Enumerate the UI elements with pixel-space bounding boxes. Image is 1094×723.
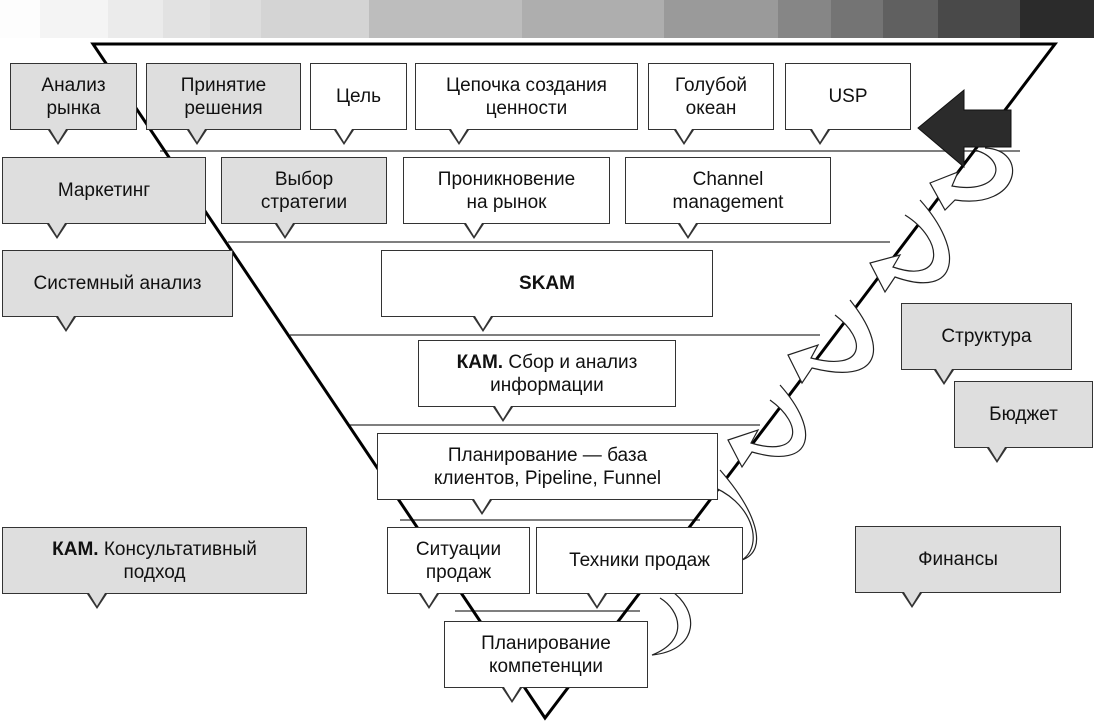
callout-channel-management: Channel management (625, 157, 831, 239)
callout-prinyatie-resheniya: Принятие решения (146, 63, 301, 145)
callout-label: Принятие решения (180, 74, 267, 119)
callout-planirovanie-baza: Планирование — база клиентов, Pipeline, … (377, 433, 718, 515)
callout-label: Бюджет (989, 404, 1058, 425)
callout-label: Channel management (672, 168, 784, 213)
callout-skam: SKAM (381, 250, 713, 332)
gray-swatch (108, 0, 163, 38)
callout-byudzhet: Бюджет (954, 381, 1093, 463)
callout-label: Ситуации продаж (415, 538, 502, 583)
callout-planirovanie-kompetentsii: Планирование компетенции (444, 621, 648, 703)
callout-tsel: Цель (310, 63, 407, 145)
callout-label: Цепочка создания ценности (446, 74, 607, 119)
callout-label: USP (828, 86, 868, 107)
level-separators (160, 150, 1020, 612)
funnel-triangle (90, 42, 1059, 721)
callout-marketing: Маркетинг (2, 157, 206, 239)
feedback-arrow-4 (727, 384, 807, 469)
callout-situatsii-prodazh: Ситуации продаж (387, 527, 530, 609)
callout-label: Голубой океан (674, 74, 748, 119)
callout-usp: USP (785, 63, 911, 145)
feedback-arrow-3 (787, 299, 874, 385)
callout-label: КАМ. Сбор и анализ информации (457, 351, 638, 397)
callout-struktura: Структура (901, 303, 1072, 385)
callout-finansy: Финансы (855, 526, 1061, 608)
callout-label: Системный анализ (33, 273, 202, 294)
callout-label: КАМ. Консультативный подход (52, 538, 257, 584)
callout-label: Маркетинг (57, 180, 151, 201)
callout-label: Анализ рынка (41, 74, 106, 119)
callout-label: Проникновение на рынок (437, 168, 576, 213)
callout-tekhniki-prodazh: Техники продаж (536, 527, 743, 609)
callout-analiz-rynka: Анализ рынка (10, 63, 137, 145)
callout-label: Планирование — база клиентов, Pipeline, … (433, 444, 662, 489)
gray-swatch (40, 0, 108, 38)
feedback-arrow-1 (929, 147, 1014, 211)
callout-proniknovenie: Проникновение на рынок (403, 157, 610, 239)
callout-label: Выбор стратегии (260, 168, 348, 213)
callout-label-rest: Сбор и анализ информации (490, 351, 638, 396)
callout-label: Планирование компетенции (481, 632, 611, 677)
feedback-arrows (651, 147, 1014, 656)
feedback-arrow-2 (869, 199, 951, 294)
feedback-arrow-6 (651, 589, 692, 656)
callout-label: Структура (941, 326, 1032, 347)
gray-swatch (664, 0, 778, 38)
big-left-arrow-icon (917, 88, 1012, 169)
callout-sistemny-analiz: Системный анализ (2, 250, 233, 332)
callout-kam-sbor: КАМ. Сбор и анализ информации (418, 340, 676, 422)
gray-swatch (938, 0, 1020, 38)
gray-swatch (522, 0, 664, 38)
gray-swatch (369, 0, 522, 38)
callout-kam-konsultativny: КАМ. Консультативный подход (2, 527, 307, 609)
callout-label-bold: КАМ. (52, 538, 99, 560)
gray-swatch (210, 0, 261, 38)
gray-swatch (778, 0, 831, 38)
callout-label: Техники продаж (569, 550, 710, 571)
gray-swatch (0, 0, 40, 38)
callout-label-bold: SKAM (519, 273, 575, 294)
callout-label-rest: Консультативный подход (103, 538, 257, 583)
gray-swatch (831, 0, 883, 38)
gray-swatch (163, 0, 210, 38)
grayscale-calibration-bar (0, 0, 1094, 38)
callout-label: Цель (336, 86, 381, 107)
gray-swatch (883, 0, 938, 38)
gray-swatch (1020, 0, 1094, 38)
gray-swatch (261, 0, 369, 38)
callout-vybor-strategii: Выбор стратегии (221, 157, 387, 239)
callout-goluboy-okean: Голубой океан (648, 63, 774, 145)
callout-label-bold: КАМ. (456, 351, 504, 373)
callout-label: Финансы (918, 549, 998, 570)
callout-tsepochka: Цепочка создания ценности (415, 63, 638, 145)
